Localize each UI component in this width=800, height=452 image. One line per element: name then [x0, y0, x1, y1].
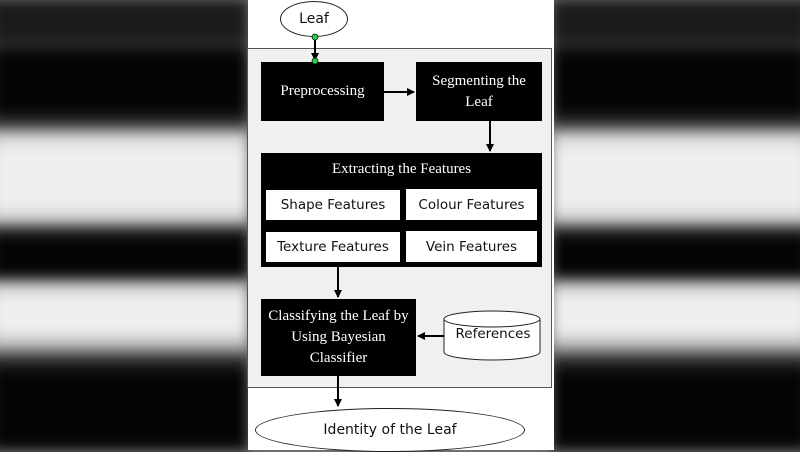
- texture-features-label: Texture Features: [277, 239, 389, 255]
- leaf-input-label: Leaf: [299, 11, 329, 27]
- classifying-label: Classifying the Leaf by Using Bayesian C…: [268, 308, 409, 366]
- segmenting-box: Segmenting the Leaf: [416, 62, 542, 121]
- leaf-input-ellipse: Leaf: [280, 1, 348, 37]
- connector-dot-top: [311, 33, 319, 41]
- references-label: References: [455, 326, 531, 342]
- extracting-features-title: Extracting the Features: [331, 161, 472, 177]
- shape-features-label: Shape Features: [280, 197, 386, 213]
- blurred-background-right: [552, 0, 800, 450]
- references-database-icon: [443, 310, 541, 361]
- identity-output-label: Identity of the Leaf: [323, 422, 457, 438]
- classifying-box: Classifying the Leaf by Using Bayesian C…: [261, 299, 416, 376]
- blurred-background-left: [0, 0, 248, 450]
- texture-features-box: Texture Features: [266, 232, 400, 262]
- vein-features-box: Vein Features: [406, 231, 537, 262]
- vein-features-label: Vein Features: [425, 238, 518, 255]
- preprocessing-box: Preprocessing: [261, 62, 384, 121]
- shape-features-box: Shape Features: [266, 190, 400, 220]
- identity-output-ellipse: Identity of the Leaf: [255, 408, 525, 452]
- colour-features-box: Colour Features: [406, 189, 537, 220]
- connector-dot-bottom: [311, 57, 319, 65]
- segmenting-label: Segmenting the Leaf: [432, 72, 526, 110]
- preprocessing-label: Preprocessing: [280, 83, 365, 99]
- colour-features-label: Colour Features: [418, 196, 525, 213]
